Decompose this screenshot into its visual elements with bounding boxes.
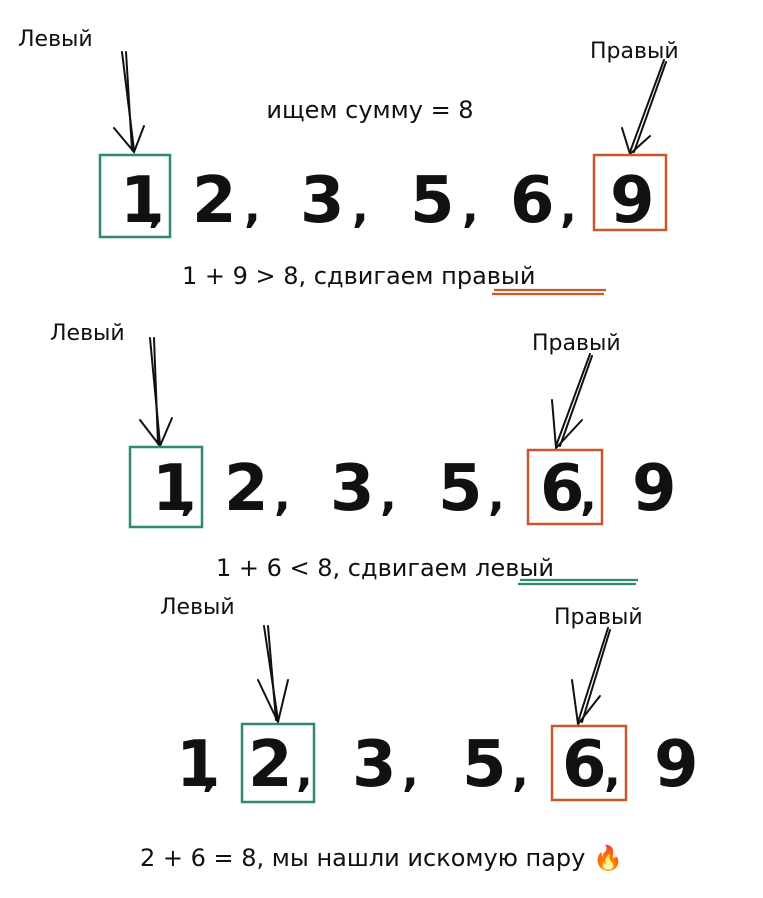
step-3-comma-5: ,: [604, 746, 621, 797]
step-3-left-arrow: [257, 625, 289, 725]
step-1-number-1: 1: [120, 164, 165, 238]
step-3-left-label: Левый: [160, 595, 235, 620]
step-2-comma-5: ,: [580, 470, 597, 521]
step-1-caption-emphasis: правый: [441, 262, 535, 290]
step-1-number-6: 9: [610, 164, 655, 238]
step-2-caption-emphasis: левый: [475, 554, 554, 582]
step-2-comma-3: ,: [380, 470, 397, 521]
step-2-right-arrow: [551, 353, 593, 451]
step-1-caption-prefix: 1 + 9 > 8, сдвигаем: [182, 262, 441, 290]
step-1-caption: 1 + 9 > 8, сдвигаем правый: [182, 262, 535, 290]
step-3-number-3: 3: [352, 728, 397, 802]
step-3: Левый Правый 1 , 2 , 3 , 5 , 6 , 9: [140, 595, 699, 872]
step-2-comma-4: ,: [488, 470, 505, 521]
step-3-comma-3: ,: [402, 746, 419, 797]
step-2-comma-2: ,: [274, 470, 291, 521]
step-3-left-pointer-box: [240, 722, 316, 804]
step-3-right-pointer-box: [550, 724, 628, 802]
step-1-comma-3: ,: [352, 182, 369, 233]
step-2-numbers-row: 1 , 2 , 3 , 5 , 6 , 9: [128, 445, 677, 529]
step-1-left-pointer-box: [98, 153, 172, 239]
step-1-number-5: 6: [510, 164, 555, 238]
step-3-numbers-row: 1 , 2 , 3 , 5 , 6 , 9: [176, 722, 699, 804]
step-1-comma-1: ,: [148, 182, 165, 233]
step-1-comma-5: ,: [560, 182, 577, 233]
step-2-number-5: 6: [540, 452, 585, 526]
step-3-caption-prefix: 2 + 6 = 8, мы нашли искомую пару: [140, 844, 593, 872]
step-1-right-pointer-box: [592, 153, 668, 232]
step-1-comma-2: ,: [244, 182, 261, 233]
step-2: Левый Правый 1 , 2 , 3 , 5 , 6 , 9: [50, 321, 677, 586]
step-1-emphasis-underline: [492, 288, 606, 296]
step-3-right-label: Правый: [554, 605, 643, 630]
step-1-left-arrow: [113, 51, 145, 154]
step-1-numbers-row: 1 , 2 , 3 , 5 , 6 , 9: [98, 153, 668, 239]
step-3-comma-1: ,: [202, 746, 219, 797]
step-3-number-6: 9: [654, 728, 699, 802]
step-1-left-label: Левый: [18, 27, 93, 52]
fire-emoji: 🔥: [593, 844, 623, 872]
step-2-caption-prefix: 1 + 6 < 8, сдвигаем: [216, 554, 475, 582]
step-2-number-3: 3: [330, 452, 375, 526]
step-3-right-arrow: [571, 627, 611, 727]
step-2-caption: 1 + 6 < 8, сдвигаем левый: [216, 554, 554, 582]
step-2-number-2: 2: [224, 452, 269, 526]
step-1: Левый Правый 1 , 2 , 3 , 5 , 6 ,: [18, 27, 679, 296]
step-3-number-2: 2: [248, 728, 293, 802]
step-2-number-6: 9: [632, 452, 677, 526]
step-2-comma-1: ,: [180, 470, 197, 521]
step-2-emphasis-underline: [518, 578, 638, 586]
step-2-right-pointer-box: [526, 448, 604, 526]
step-3-caption: 2 + 6 = 8, мы нашли искомую пару 🔥: [140, 844, 623, 872]
step-1-right-label: Правый: [590, 39, 679, 64]
step-3-number-4: 5: [462, 728, 507, 802]
step-1-number-2: 2: [192, 164, 237, 238]
step-3-number-5: 6: [562, 728, 607, 802]
diagram-heading: ищем сумму = 8: [266, 96, 473, 124]
step-1-number-3: 3: [300, 164, 345, 238]
step-1-number-4: 5: [410, 164, 455, 238]
step-1-right-arrow: [621, 59, 667, 156]
step-3-comma-4: ,: [512, 746, 529, 797]
step-2-left-label: Левый: [50, 321, 125, 346]
step-2-left-arrow: [139, 337, 173, 448]
step-2-right-label: Правый: [532, 331, 621, 356]
step-3-number-1: 1: [176, 728, 221, 802]
step-2-number-1: 1: [152, 452, 197, 526]
step-2-number-4: 5: [438, 452, 483, 526]
step-2-left-pointer-box: [128, 445, 204, 529]
step-3-comma-2: ,: [296, 746, 313, 797]
step-1-comma-4: ,: [462, 182, 479, 233]
